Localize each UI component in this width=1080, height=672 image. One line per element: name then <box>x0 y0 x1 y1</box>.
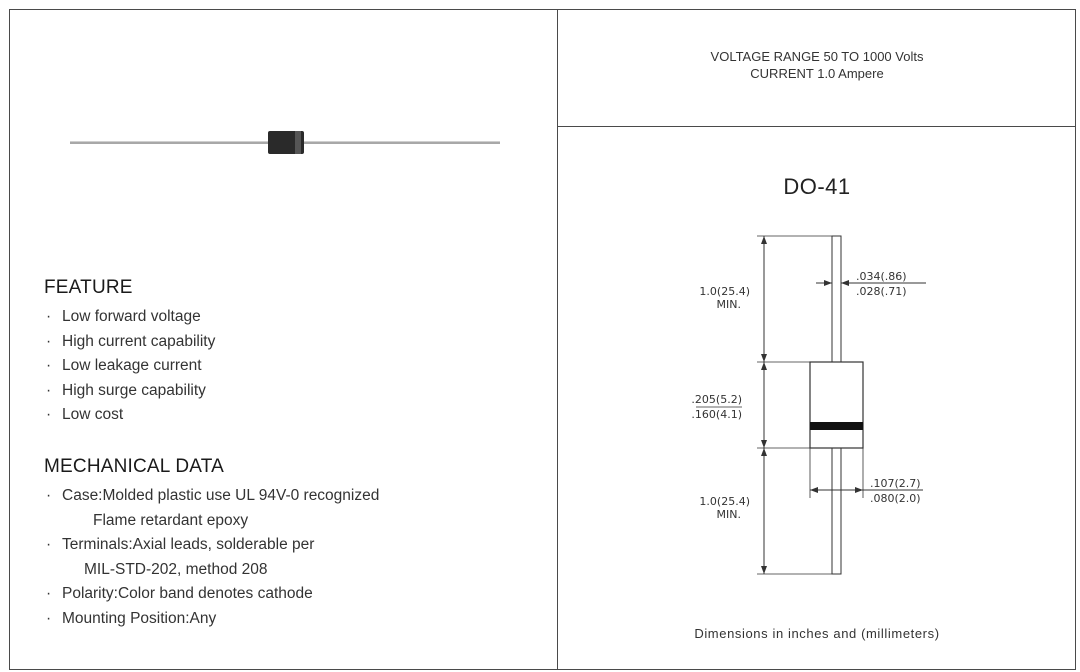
cathode-band <box>295 131 301 154</box>
body-dia-min: .080(2.0) <box>870 492 921 505</box>
bullet: · <box>46 332 52 350</box>
lead-dia-min: .028(.71) <box>856 285 907 298</box>
bullet: · <box>46 308 52 325</box>
ratings-block: VOLTAGE RANGE 50 TO 1000 Volts CURRENT 1… <box>558 48 1076 82</box>
bottom-lead-outline <box>831 447 842 575</box>
list-item: ·Low forward voltage <box>46 305 215 330</box>
body-length-min: .160(4.1) <box>691 408 742 421</box>
package-title: DO-41 <box>783 174 851 199</box>
bullet: · <box>46 357 52 374</box>
lead-length-label: 1.0(25.4) <box>699 285 750 298</box>
feature-list: ·Low forward voltage ·High current capab… <box>46 305 215 428</box>
header-divider <box>557 126 1076 127</box>
bullet: · <box>46 487 52 504</box>
list-item: ·Mounting Position:Any <box>46 607 379 632</box>
feature-title: FEATURE <box>44 277 133 298</box>
column-divider <box>557 9 558 670</box>
body-outline <box>809 361 864 449</box>
dimensions-note: Dimensions in inches and (millimeters) <box>694 626 940 641</box>
mechanical-list: ·Case:Molded plastic use UL 94V-0 recogn… <box>46 484 379 631</box>
diode-photo <box>70 131 500 154</box>
list-item-continuation: MIL-STD-202, method 208 <box>84 560 268 578</box>
lead-dia-max: .034(.86) <box>856 270 907 283</box>
do41-dimension-drawing: 1.0(25.4) MIN. .034(.86) .028(.71) .205(… <box>691 235 926 575</box>
lead-length-note-bottom: MIN. <box>717 508 741 521</box>
datasheet-frame <box>9 9 1076 670</box>
body-length-max: .205(5.2) <box>691 393 742 406</box>
list-item-continuation: Flame retardant epoxy <box>93 511 249 529</box>
lead-length-label-bottom: 1.0(25.4) <box>699 495 750 508</box>
cathode-band-drawing <box>810 422 863 430</box>
mechanical-title: MECHANICAL DATA <box>44 456 225 477</box>
list-item: ·High current capability <box>46 330 215 355</box>
list-item: ·Low cost <box>46 403 215 428</box>
bullet: · <box>46 381 52 399</box>
voltage-range: VOLTAGE RANGE 50 TO 1000 Volts <box>710 49 924 64</box>
bullet: · <box>46 536 52 553</box>
list-item: ·Low leakage current <box>46 354 215 379</box>
list-item: ·Polarity:Color band denotes cathode <box>46 582 379 607</box>
list-item: ·Case:Molded plastic use UL 94V-0 recogn… <box>46 484 379 509</box>
bullet: · <box>46 406 52 423</box>
top-lead-outline <box>831 235 842 363</box>
bullet: · <box>46 585 52 602</box>
body-dia-max: .107(2.7) <box>870 477 921 490</box>
list-item: ·Terminals:Axial leads, solderable per <box>46 533 379 558</box>
current-rating: CURRENT 1.0 Ampere <box>750 66 884 81</box>
list-item: ·High surge capability <box>46 379 215 404</box>
lead-length-note: MIN. <box>717 298 741 311</box>
bullet: · <box>46 609 52 627</box>
